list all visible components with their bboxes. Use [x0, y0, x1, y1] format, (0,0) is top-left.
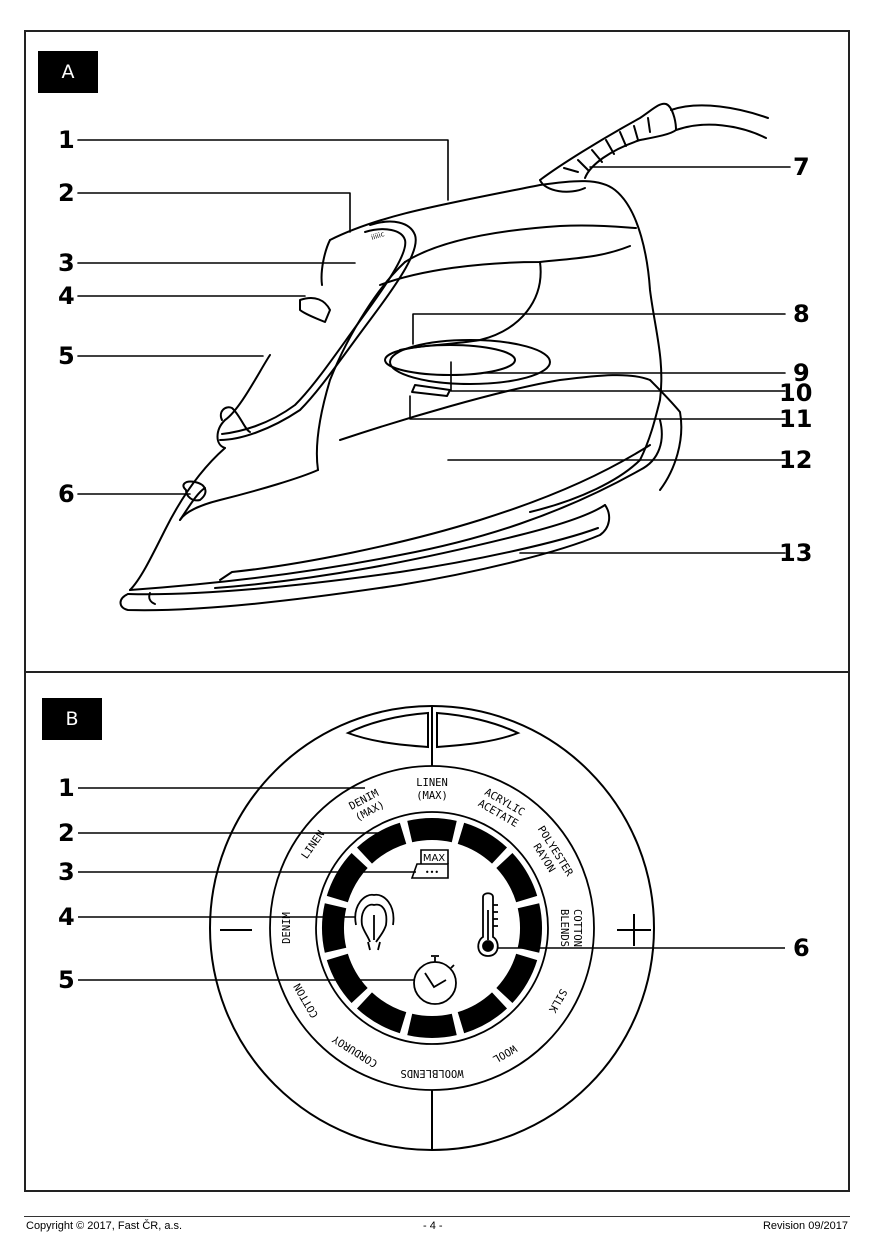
soleplate: [119, 504, 611, 612]
callout-a-7: 7: [793, 153, 810, 181]
temperature-dial: [384, 339, 551, 397]
callout-b-3: 3: [58, 858, 75, 886]
thermometer-icon: [477, 892, 499, 957]
max-icon-dots: •••: [425, 868, 439, 877]
callout-a-10: 10: [779, 379, 813, 407]
callout-b-4: 4: [58, 903, 75, 931]
fabric-label: (MAX): [416, 790, 448, 802]
steam-icon: [354, 893, 395, 951]
display-segment: [326, 953, 368, 1004]
callout-a-3: 3: [58, 249, 75, 277]
timer-icon: [413, 955, 457, 1005]
panel-a-leader-lines: [77, 139, 791, 554]
callout-b-1: 1: [58, 774, 75, 802]
callout-a-8: 8: [793, 300, 810, 328]
display-segment: [496, 953, 538, 1004]
max-icon-label: MAX: [423, 853, 445, 864]
footer-revision: Revision 09/2017: [762, 1220, 848, 1232]
callout-a-13: 13: [779, 539, 813, 567]
fabric-label: COTTON: [292, 981, 321, 1020]
leader-2: [77, 192, 351, 233]
outer-ring: [209, 705, 655, 1151]
display-segment: [322, 903, 347, 953]
fabric-label: CORDUROY: [330, 1032, 380, 1069]
leader-10: [450, 361, 786, 392]
callout-a-11: 11: [779, 405, 813, 433]
callout-a-4: 4: [58, 282, 75, 310]
display-segment: [356, 822, 407, 864]
leader-8: [412, 313, 786, 345]
display-segment: [407, 1013, 457, 1038]
handle-icon-text: iiiiic: [370, 230, 386, 242]
footer-copyright: Copyright © 2017, Fast ČR, a.s.: [26, 1220, 183, 1232]
fabric-label: LINEN: [416, 777, 448, 789]
wedge-right[interactable]: [436, 711, 521, 749]
display-segment: [517, 903, 543, 953]
fabric-label: WOOLBLENDS: [400, 1067, 463, 1079]
fabric-label: DENIM: [281, 912, 293, 944]
plus-button[interactable]: [617, 914, 651, 946]
callout-a-6: 6: [58, 480, 75, 508]
panel-divider: [24, 671, 850, 673]
fabric-label: WOOL: [491, 1042, 519, 1065]
callout-b-2: 2: [58, 819, 75, 847]
display-segment: [407, 818, 457, 843]
callout-a-9: 9: [793, 359, 810, 387]
display-ring: [315, 811, 549, 1045]
fabric-label: COTTON: [571, 909, 583, 947]
callout-a-2: 2: [58, 179, 75, 207]
display-segment: [457, 992, 508, 1034]
diagram-frame: [24, 30, 850, 1192]
panel-a-tag: A: [38, 51, 98, 93]
display-segment: [326, 852, 368, 903]
spray-nozzle-shape: [182, 480, 207, 502]
footer-rule: [24, 1216, 850, 1217]
label-ring: [269, 765, 595, 1091]
fabric-label: SILK: [546, 987, 569, 1015]
panel-b-leader-lines: [78, 787, 785, 981]
callout-a-1: 1: [58, 126, 75, 154]
leader-11: [409, 395, 786, 420]
callout-a-5: 5: [58, 342, 75, 370]
iron-max-icon: MAX •••: [410, 849, 449, 879]
leader-1: [77, 139, 449, 201]
display-segments: [322, 818, 543, 1038]
display-segment: [457, 822, 508, 864]
display-segment: [356, 992, 407, 1034]
display-segment: [496, 852, 538, 903]
wedge-left[interactable]: [345, 711, 429, 749]
fabric-label: BLENDS: [558, 909, 570, 947]
callout-b-6: 6: [793, 934, 810, 962]
callout-a-12: 12: [779, 446, 813, 474]
callout-b-5: 5: [58, 966, 75, 994]
power-cord: [539, 102, 769, 193]
panel-b-tag: B: [42, 698, 102, 740]
footer-page-number: - 4 -: [423, 1220, 443, 1232]
